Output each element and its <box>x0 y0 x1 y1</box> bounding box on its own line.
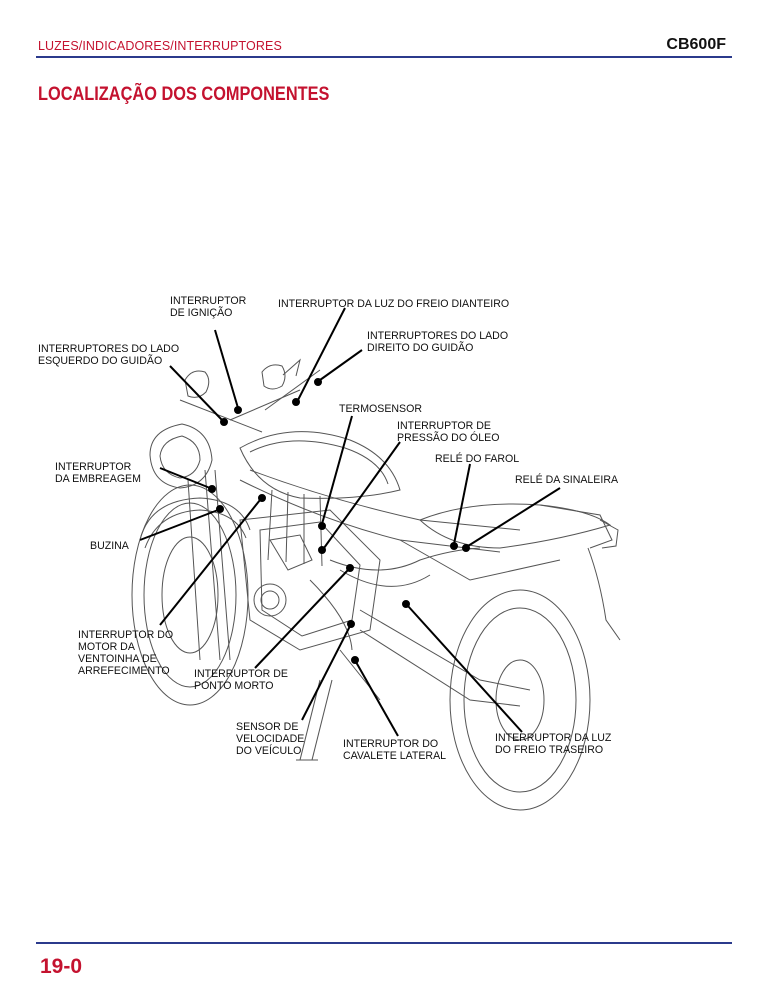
page-number: 19-0 <box>40 955 83 978</box>
label-turn-signal-relay: RELÉ DA SINALEIRA <box>515 474 619 486</box>
motorcycle-outline <box>131 358 621 811</box>
label-speed-sensor: SENSOR DE VELOCIDADE DO VEÍCULO <box>236 721 305 757</box>
label-thermosensor: TERMOSENSOR <box>339 403 422 415</box>
label-rear-brake-light-switch: INTERRUPTOR DA LUZ DO FREIO TRASEIRO <box>495 732 612 756</box>
page-title: LOCALIZAÇÃO DOS COMPONENTES <box>38 84 330 105</box>
leader-lines <box>139 307 561 737</box>
label-clutch-switch: INTERRUPTOR DA EMBREAGEM <box>55 461 141 485</box>
label-front-brake-light-switch: INTERRUPTOR DA LUZ DO FREIO DIANTEIRO <box>278 298 510 310</box>
label-left-handlebar-switches: INTERRUPTORES DO LADO ESQUERDO DO GUIDÃO <box>38 343 180 367</box>
label-fan-motor-switch: INTERRUPTOR DO MOTOR DA VENTOINHA DE ARR… <box>78 629 174 677</box>
label-right-handlebar-switches: INTERRUPTORES DO LADO DIREITO DO GUIDÃO <box>367 330 509 354</box>
label-horn: BUZINA <box>90 540 129 552</box>
label-side-stand-switch: INTERRUPTOR DO CAVALETE LATERAL <box>343 738 447 762</box>
header-model: CB600F <box>666 36 726 53</box>
label-ignition-switch: INTERRUPTOR DE IGNIÇÃO <box>170 295 247 319</box>
footer-rule <box>36 942 732 944</box>
header-section-title: LUZES/INDICADORES/INTERRUPTORES <box>38 39 282 53</box>
label-headlight-relay: RELÉ DO FAROL <box>435 453 520 465</box>
header-rule <box>36 56 732 58</box>
label-oil-pressure-switch: INTERRUPTOR DE PRESSÃO DO ÓLEO <box>397 420 500 444</box>
label-neutral-switch: INTERRUPTOR DE PONTO MORTO <box>194 668 288 692</box>
